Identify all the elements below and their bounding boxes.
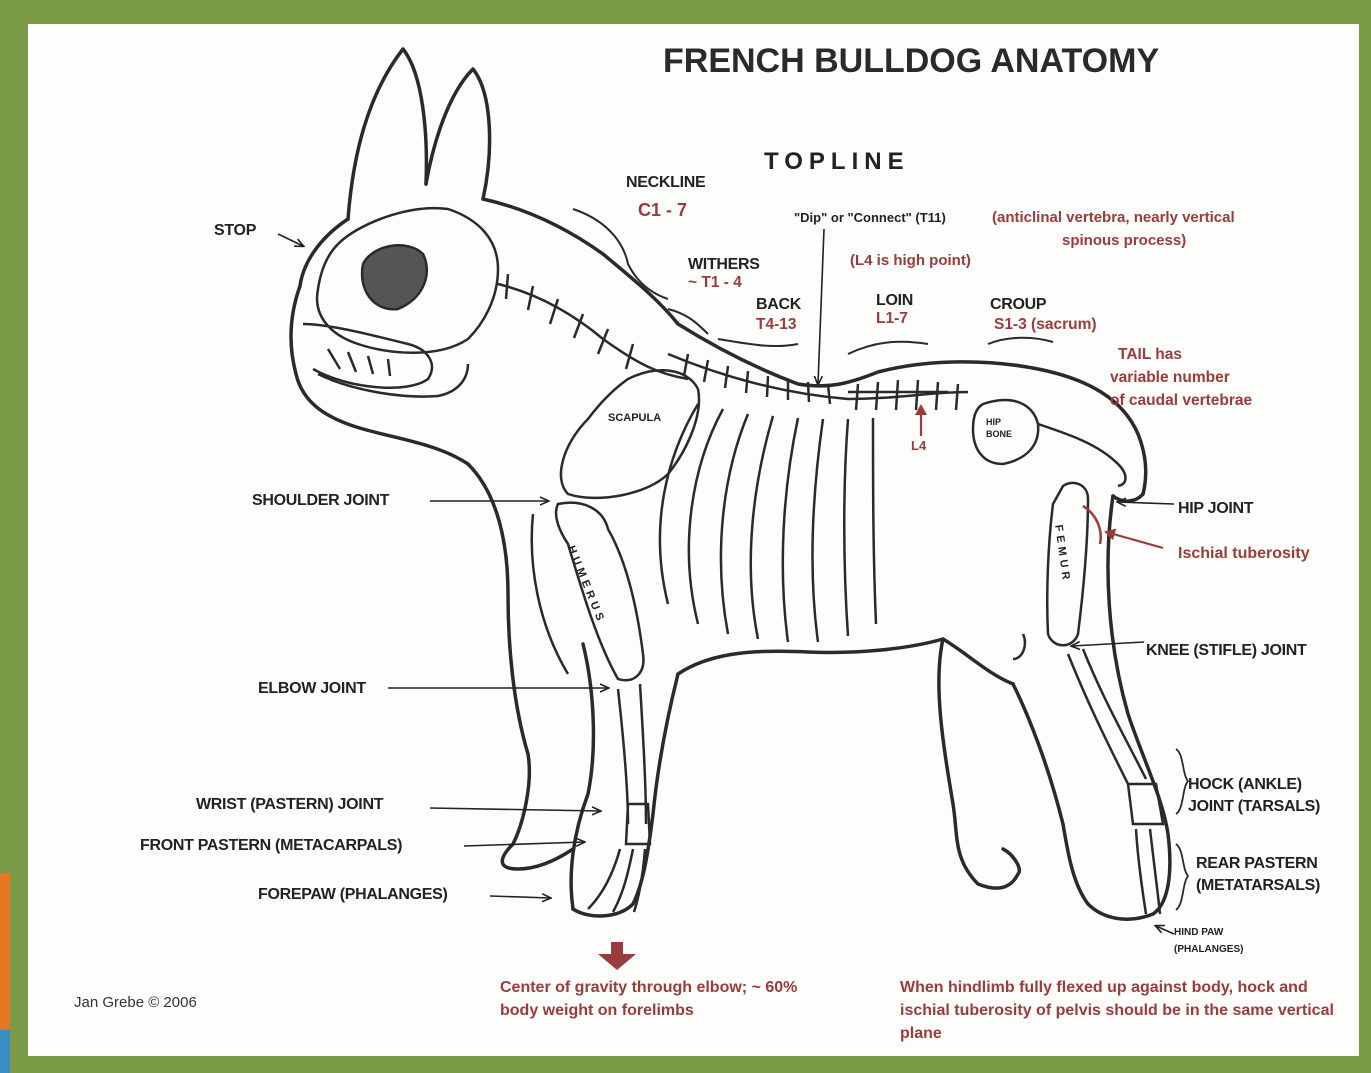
hock-braces xyxy=(1176,749,1188,910)
loin-label: LOIN xyxy=(876,292,913,310)
hindlimb-note: When hindlimb fully flexed up against bo… xyxy=(900,976,1340,1046)
croup-range: S1-3 (sacrum) xyxy=(994,316,1097,334)
knee-joint-label: KNEE (STIFLE) JOINT xyxy=(1146,642,1307,660)
dip-note-line1: (anticlinal vertebra, nearly vertical xyxy=(992,209,1235,226)
scapula-label: SCAPULA xyxy=(608,412,661,424)
neckline-range: C1 - 7 xyxy=(638,200,687,221)
topline-heading: TOPLINE xyxy=(764,148,910,176)
center-of-gravity-note: Center of gravity through elbow; ~ 60% b… xyxy=(500,976,800,1022)
center-of-gravity-arrow xyxy=(598,942,636,970)
tail-note-line3: of caudal vertebrae xyxy=(1110,392,1252,410)
foreleg-bones xyxy=(588,684,650,912)
back-label: BACK xyxy=(756,296,801,314)
rib-cage xyxy=(660,404,876,642)
ischial-tuberosity-label: Ischial tuberosity xyxy=(1178,545,1310,563)
elbow-joint-label: ELBOW JOINT xyxy=(258,680,366,698)
slide-accent-blue xyxy=(0,1030,10,1073)
back-range: T4-13 xyxy=(756,316,797,334)
page-title: FRENCH BULLDOG ANATOMY xyxy=(663,42,1159,81)
hock-label-line1: HOCK (ANKLE) xyxy=(1188,776,1302,794)
neckline-label: NECKLINE xyxy=(626,174,705,192)
hip-joint-label: HIP JOINT xyxy=(1178,500,1253,518)
stop-label: STOP xyxy=(214,222,256,240)
front-pastern-label: FRONT PASTERN (METACARPALS) xyxy=(140,837,402,855)
hock-label-line2: JOINT (TARSALS) xyxy=(1188,798,1320,816)
withers-label: WITHERS xyxy=(688,256,760,274)
shoulder-joint-label: SHOULDER JOINT xyxy=(252,492,389,510)
author-credit: Jan Grebe © 2006 xyxy=(74,994,197,1011)
topline-brackets xyxy=(573,209,1053,354)
wrist-joint-label: WRIST (PASTERN) JOINT xyxy=(196,796,383,814)
hind-paw-label-line1: HIND PAW xyxy=(1174,927,1223,938)
label-arrows xyxy=(278,229,1174,934)
hind-paw-label-line2: (PHALANGES) xyxy=(1174,944,1243,955)
hip-bone-label-line2: BONE xyxy=(986,429,1012,439)
croup-label: CROUP xyxy=(990,296,1046,314)
hind-bones xyxy=(973,400,1163,914)
loin-range: L1-7 xyxy=(876,310,908,328)
hip-bone-label-line1: HIP xyxy=(986,417,1001,427)
withers-range: ~ T1 - 4 xyxy=(688,274,742,292)
body-outline xyxy=(291,49,1170,919)
rear-pastern-label-line2: (METATARSALS) xyxy=(1196,877,1320,895)
l4-label: L4 xyxy=(911,438,926,453)
skull xyxy=(303,208,498,396)
l4-high-point-note: (L4 is high point) xyxy=(850,252,971,269)
dip-note-line2: spinous process) xyxy=(1062,232,1186,249)
tail-note-line1: TAIL has xyxy=(1118,346,1182,364)
dip-label: "Dip" or "Connect" (T11) xyxy=(794,210,946,225)
scapula-bone xyxy=(561,370,699,498)
tail-note-line2: variable number xyxy=(1110,369,1230,387)
diagram-paper: FRENCH BULLDOG ANATOMY TOPLINE NECKLINE … xyxy=(28,24,1359,1056)
forepaw-label: FOREPAW (PHALANGES) xyxy=(258,886,448,904)
cervical-spine xyxy=(498,274,688,379)
rear-pastern-label-line1: REAR PASTERN xyxy=(1196,855,1317,873)
